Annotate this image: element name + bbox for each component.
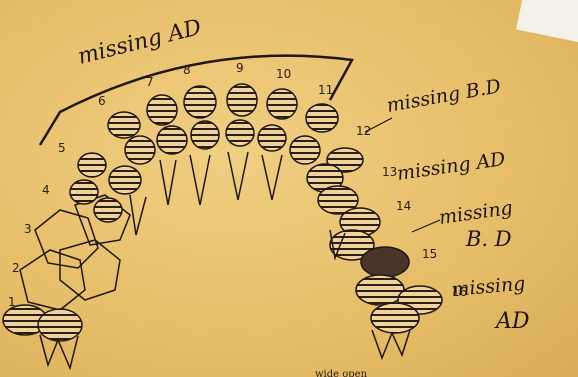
- tooth-number: 14: [396, 199, 411, 213]
- tooth-number: 13: [382, 165, 397, 179]
- note-16b: AD: [494, 309, 530, 334]
- note-15a: missing: [438, 197, 514, 229]
- tooth-number: 8: [183, 63, 191, 77]
- tooth-number: 11: [318, 83, 333, 97]
- handwritten-notes: missing AD missing B.D missing AD missin…: [75, 15, 529, 334]
- tooth-number: 15: [422, 247, 437, 261]
- tooth-number: 1: [8, 295, 16, 309]
- tooth-number: 2: [12, 261, 20, 275]
- tooth-number: 6: [98, 94, 106, 108]
- tooth-number: 9: [236, 61, 244, 75]
- tooth-number: 7: [146, 75, 154, 89]
- note-16a: missing: [451, 273, 527, 301]
- tooth-number: 3: [24, 222, 32, 236]
- note-15b: B. D: [465, 227, 512, 251]
- tooth-number: 4: [42, 183, 50, 197]
- tooth-number: 5: [58, 141, 66, 155]
- footer-printed-text: wide open: [315, 369, 368, 377]
- tooth-number: 10: [276, 67, 291, 81]
- note-top: missing AD: [75, 15, 204, 70]
- tooth-number: 12: [356, 124, 371, 138]
- note-12: missing B.D: [385, 75, 502, 117]
- note-13: missing AD: [396, 148, 507, 185]
